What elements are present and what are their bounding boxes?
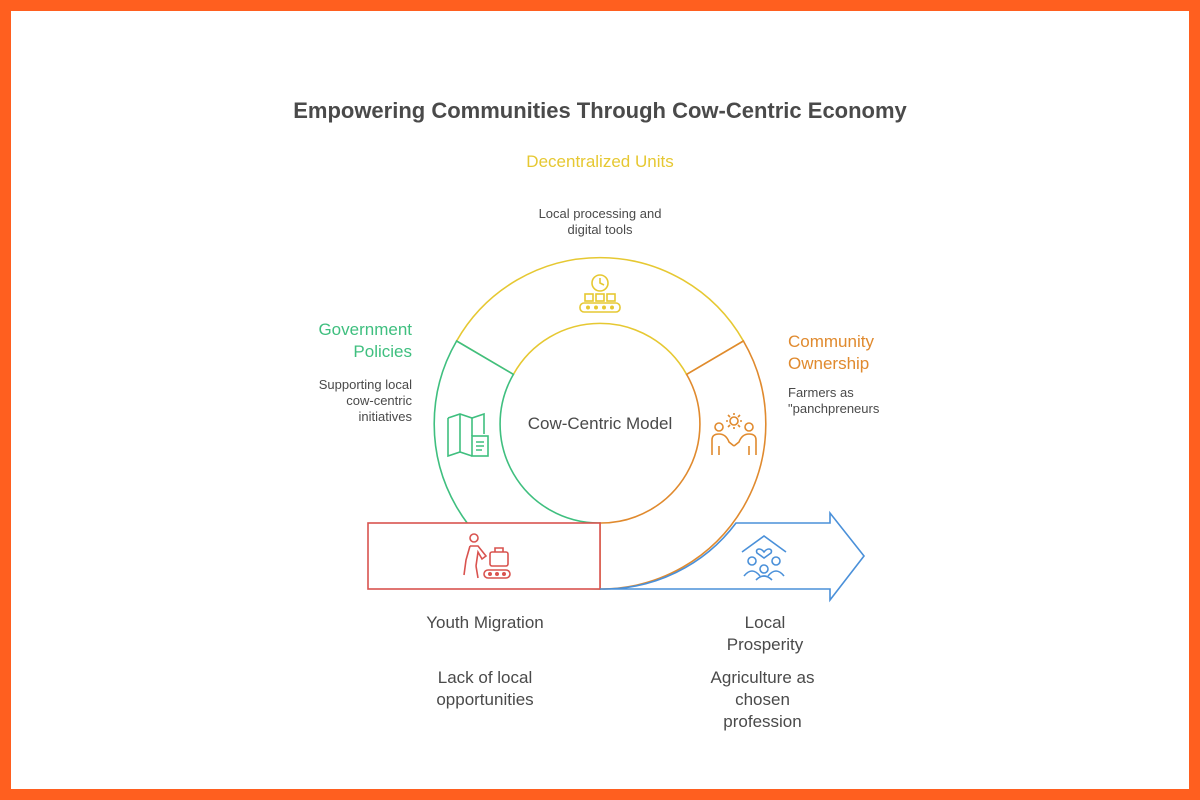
decentralized-desc: Local processing and digital tools (538, 206, 662, 237)
local-prosperity-arrow (599, 510, 866, 603)
youth-title: Youth Migration (426, 613, 544, 632)
person-luggage-icon (463, 533, 511, 579)
youth-migration-box (367, 522, 601, 590)
map-document-icon (447, 412, 489, 458)
government-title: Government Policies (318, 320, 412, 361)
diagram-title: Empowering Communities Through Cow-Centr… (293, 98, 907, 123)
community-title: Community Ownership (788, 332, 874, 373)
prosperity-desc: Agriculture as chosen profession (710, 668, 815, 731)
community-desc: Farmers as "panchpreneurs (788, 385, 880, 416)
conveyor-clock-icon (579, 274, 621, 313)
segment-decentralized (455, 256, 745, 376)
decentralized-title: Decentralized Units (526, 152, 674, 171)
family-home-icon (741, 535, 787, 581)
center-label: Cow-Centric Model (527, 414, 673, 433)
youth-desc: Lack of local opportunities (436, 668, 534, 709)
diagram-card (11, 11, 1189, 789)
people-collaboration-icon (711, 413, 757, 455)
government-desc: Supporting local cow-centric initiatives (318, 377, 412, 424)
prosperity-title: Local Prosperity (726, 613, 804, 654)
